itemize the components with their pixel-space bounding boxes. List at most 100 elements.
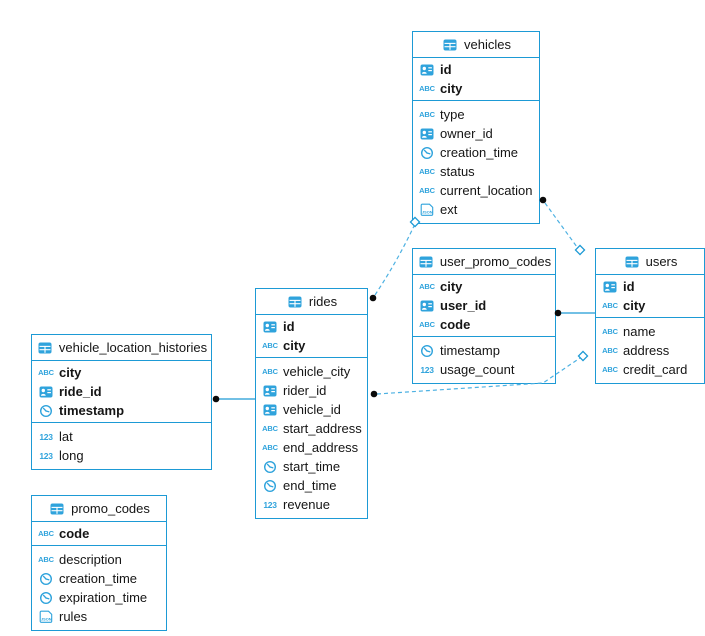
column-label: rules [59,609,88,624]
column-ride_id[interactable]: ride_id [32,382,211,401]
id-type-icon [261,402,279,417]
table-icon [36,340,54,355]
column-label: id [440,62,452,77]
column-timestamp[interactable]: timestamp [413,341,555,360]
svg-text:JSON: JSON [422,210,433,215]
column-id[interactable]: id [596,277,704,296]
column-user_id[interactable]: user_id [413,296,555,315]
table-icon [417,254,435,269]
abc-type-icon: ABC [418,107,436,122]
table-name: rides [308,294,338,309]
column-label: start_time [283,459,341,474]
abc-type-icon: ABC [261,364,279,379]
table-header[interactable]: user_promo_codes [413,249,555,275]
column-owner_id[interactable]: owner_id [413,124,539,143]
column-label: timestamp [440,343,500,358]
column-label: revenue [283,497,330,512]
relationship-rides-to-users[interactable] [376,357,581,395]
number-type-icon: 123 [261,497,279,512]
relationship-vehicles-to-users[interactable] [544,202,578,248]
abc-glyph: ABC [262,424,278,433]
json-type-icon: JSON [418,202,436,217]
number-type-icon: 123 [37,448,55,463]
cardinality-dot-marker [539,196,547,204]
id-type-icon [261,383,279,398]
relationship-rides-to-vehicles[interactable] [374,225,415,296]
clock-type-icon [37,590,55,605]
abc-glyph: ABC [602,327,618,336]
abc-type-icon: ABC [418,183,436,198]
column-timestamp[interactable]: timestamp [32,401,211,420]
abc-glyph: ABC [262,341,278,350]
abc-glyph: ABC [419,84,435,93]
cardinality-diamond-marker [577,350,589,362]
column-end_time[interactable]: end_time [256,476,367,495]
column-label: id [283,319,295,334]
abc-type-icon: ABC [418,317,436,332]
abc-glyph: ABC [38,555,54,564]
table-icon [441,37,459,52]
column-id[interactable]: id [256,317,367,336]
table-header[interactable]: users [596,249,704,275]
column-name[interactable]: ABC name [596,322,704,341]
column-label: creation_time [440,145,519,160]
abc-glyph: ABC [38,368,54,377]
column-id[interactable]: id [413,60,539,79]
abc-glyph: ABC [38,529,54,538]
abc-type-icon: ABC [37,552,55,567]
column-expiration_time[interactable]: expiration_time [32,588,166,607]
abc-type-icon: ABC [601,324,619,339]
table-name: vehicles [464,37,511,52]
table-header[interactable]: vehicle_location_histories [32,335,211,361]
column-start_time[interactable]: start_time [256,457,367,476]
column-creation_time[interactable]: creation_time [32,569,166,588]
column-rider_id[interactable]: rider_id [256,381,367,400]
column-label: name [623,324,656,339]
column-vehicle_id[interactable]: vehicle_id [256,400,367,419]
id-type-icon [418,298,436,313]
column-label: id [623,279,635,294]
table-header[interactable]: promo_codes [32,496,166,522]
column-revenue[interactable]: 123 revenue [256,495,367,514]
table-icon [623,254,641,269]
id-type-icon [418,126,436,141]
column-creation_time[interactable]: creation_time [413,143,539,162]
column-label: address [623,343,670,358]
cardinality-dot-marker [370,390,378,398]
abc-glyph: ABC [262,367,278,376]
table-header[interactable]: rides [256,289,367,315]
number-glyph: 123 [263,499,277,510]
table-header[interactable]: vehicles [413,32,539,58]
table-icon [286,294,304,309]
